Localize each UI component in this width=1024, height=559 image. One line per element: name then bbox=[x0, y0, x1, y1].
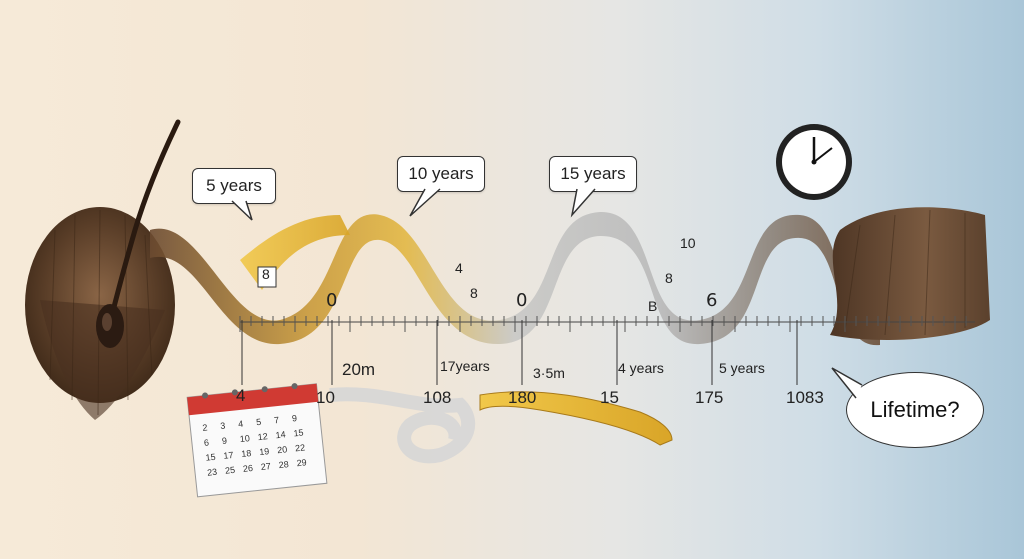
svg-text:12: 12 bbox=[257, 431, 268, 442]
ruler-label-3: 10 bbox=[316, 388, 335, 407]
svg-text:9: 9 bbox=[221, 435, 227, 445]
silver-tape-coil bbox=[329, 387, 476, 464]
ruler-label-12: 1083 bbox=[786, 388, 824, 407]
svg-text:3: 3 bbox=[220, 421, 226, 431]
svg-text:18: 18 bbox=[241, 448, 252, 459]
svg-text:25: 25 bbox=[225, 465, 236, 476]
svg-text:27: 27 bbox=[260, 461, 271, 472]
ruler-label-11: 175 bbox=[695, 388, 724, 407]
svg-text:28: 28 bbox=[278, 459, 289, 470]
tape-mark-1: 8 bbox=[262, 266, 270, 282]
hair-lock-right bbox=[830, 207, 990, 340]
bubble-5-years-text: 5 years bbox=[206, 176, 262, 195]
ruler-label-9: 15 bbox=[600, 388, 619, 407]
bubble-10-years: 10 years bbox=[397, 156, 485, 192]
yellow-measuring-tape bbox=[479, 391, 673, 446]
ruler-label-6: 3·5m bbox=[533, 365, 565, 381]
ruler-label-2: 20m bbox=[342, 360, 376, 379]
svg-text:6: 6 bbox=[203, 437, 209, 447]
ruler-label-8: 4 years bbox=[618, 360, 664, 376]
ruler-ticks bbox=[239, 316, 967, 385]
bubble-10-years-text: 10 years bbox=[408, 164, 474, 183]
ruler-zero-c: 6 bbox=[706, 290, 718, 311]
ruler-label-1: 4 bbox=[236, 386, 246, 405]
ruler-label-5: 108 bbox=[423, 388, 452, 407]
svg-text:17: 17 bbox=[223, 450, 234, 461]
lifetime-bubble: Lifetime? bbox=[846, 372, 984, 448]
svg-text:20: 20 bbox=[277, 444, 288, 455]
svg-text:10: 10 bbox=[239, 433, 250, 444]
clock-icon bbox=[776, 124, 852, 200]
ruler-label-7: 180 bbox=[508, 388, 537, 407]
tape-mark-5: B bbox=[648, 298, 658, 314]
hair-follicle bbox=[96, 119, 181, 348]
ruler-label-10: 5 years bbox=[719, 360, 765, 376]
tape-mark-2: 4 bbox=[455, 260, 463, 276]
svg-text:22: 22 bbox=[295, 442, 306, 453]
bubble-15-years: 15 years bbox=[549, 156, 637, 192]
ruler-zero-b: 0 bbox=[516, 290, 528, 311]
tape-mark-3: 8 bbox=[470, 285, 478, 301]
svg-text:9: 9 bbox=[291, 413, 297, 423]
ruler-zero-a: 0 bbox=[326, 290, 338, 311]
svg-text:29: 29 bbox=[296, 457, 307, 468]
svg-text:7: 7 bbox=[274, 415, 280, 425]
svg-text:5: 5 bbox=[256, 417, 262, 427]
lifetime-text: Lifetime? bbox=[870, 397, 960, 422]
svg-text:15: 15 bbox=[205, 452, 216, 463]
tape-mark-4: 10 bbox=[680, 235, 696, 251]
bubble-15-years-text: 15 years bbox=[560, 164, 626, 183]
svg-text:19: 19 bbox=[259, 446, 270, 457]
svg-text:2: 2 bbox=[202, 422, 208, 432]
ruler-label-4: 17years bbox=[440, 358, 490, 374]
bubble-5-years: 5 years bbox=[192, 168, 276, 204]
svg-text:4: 4 bbox=[238, 419, 244, 429]
tape-mark-6: 8 bbox=[665, 270, 673, 286]
svg-text:23: 23 bbox=[207, 467, 218, 478]
svg-text:15: 15 bbox=[293, 427, 304, 438]
svg-text:14: 14 bbox=[275, 429, 286, 440]
svg-text:26: 26 bbox=[242, 463, 253, 474]
